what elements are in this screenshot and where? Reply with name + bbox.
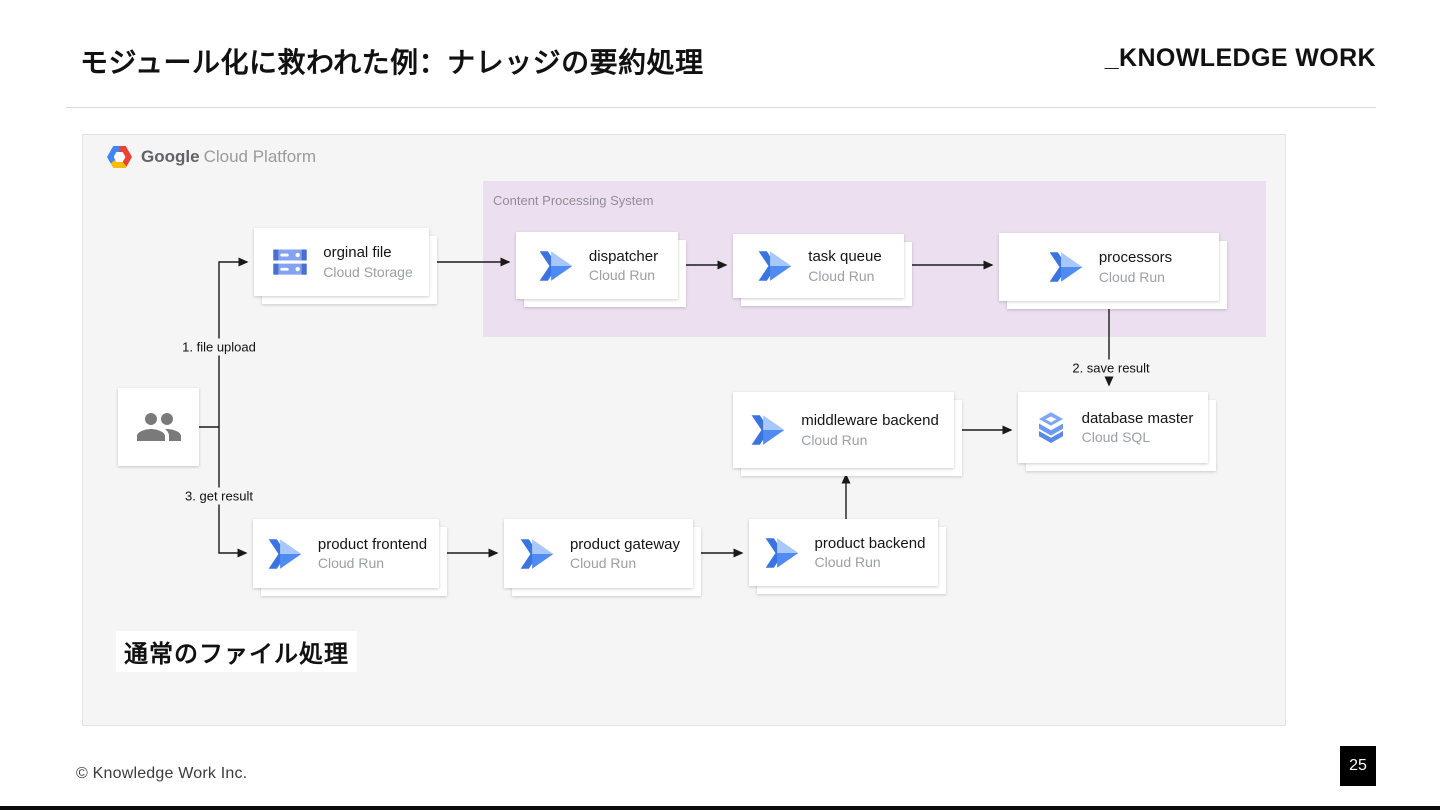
- cloud-storage-icon: [270, 242, 310, 282]
- node-name: orginal file: [323, 244, 392, 262]
- node-name: task queue: [808, 248, 882, 266]
- users-icon: [135, 403, 183, 451]
- node-service: Cloud Storage: [323, 263, 413, 280]
- cloud-run-icon: [755, 248, 795, 284]
- cloud-run-icon: [1046, 249, 1086, 285]
- copyright-text: © Knowledge Work Inc.: [76, 765, 248, 782]
- cloud-run-icon: [748, 412, 788, 448]
- node-name: dispatcher: [588, 247, 659, 265]
- node-name: processors: [1098, 249, 1173, 267]
- cloud-run-icon: [536, 248, 576, 284]
- node-name: product gateway: [569, 535, 681, 553]
- node-service: Cloud Run: [1098, 268, 1165, 285]
- diagram-caption: 通常のファイル処理: [116, 631, 357, 672]
- node-name: product frontend: [317, 535, 428, 553]
- node-orginal-file: orginal file Cloud Storage: [254, 228, 437, 304]
- cloud-run-icon: [762, 535, 802, 571]
- node-task-queue: task queue Cloud Run: [733, 234, 912, 306]
- gcp-brand-rest: Cloud Platform: [203, 147, 316, 166]
- cloud-run-icon: [517, 536, 557, 572]
- node-service: Cloud Run: [801, 431, 868, 448]
- edge-label-get-result: 3. get result: [181, 487, 257, 505]
- bottom-bar: [0, 806, 1440, 810]
- cloud-sql-icon: [1033, 409, 1069, 447]
- node-service: Cloud SQL: [1081, 429, 1151, 446]
- gcp-logo-icon: [107, 146, 132, 168]
- node-name: database master: [1081, 409, 1194, 427]
- node-name: product backend: [814, 534, 926, 552]
- node-product-gateway: product gateway Cloud Run: [504, 519, 701, 596]
- node-service: Cloud Run: [317, 555, 385, 572]
- node-database-master: database master Cloud SQL: [1018, 392, 1216, 471]
- group-label: Content Processing System: [493, 193, 654, 208]
- node-middleware-backend: middleware backend Cloud Run: [733, 392, 962, 476]
- gcp-brand-bold: Google: [141, 147, 200, 166]
- cloud-run-icon: [265, 536, 305, 572]
- node-name: middleware backend: [801, 412, 939, 430]
- title-divider: [66, 107, 1376, 108]
- node-service: Cloud Run: [808, 267, 875, 284]
- node-product-frontend: product frontend Cloud Run: [253, 519, 447, 596]
- node-service: Cloud Run: [588, 267, 656, 284]
- node-processors: processors Cloud Run: [999, 233, 1227, 309]
- edge-label-save-result: 2. save result: [1068, 359, 1154, 377]
- node-dispatcher: dispatcher Cloud Run: [516, 232, 686, 307]
- node-users: [118, 388, 199, 466]
- page-number-badge: 25: [1340, 746, 1376, 786]
- node-service: Cloud Run: [569, 555, 637, 572]
- node-product-backend: product backend Cloud Run: [749, 519, 946, 594]
- knowledge-work-logo: _KNOWLEDGE WORK: [1104, 44, 1376, 72]
- page-title: モジュール化に救われた例：ナレッジの要約処理: [80, 47, 704, 78]
- edge-label-file-upload: 1. file upload: [178, 338, 260, 356]
- node-service: Cloud Run: [814, 554, 881, 571]
